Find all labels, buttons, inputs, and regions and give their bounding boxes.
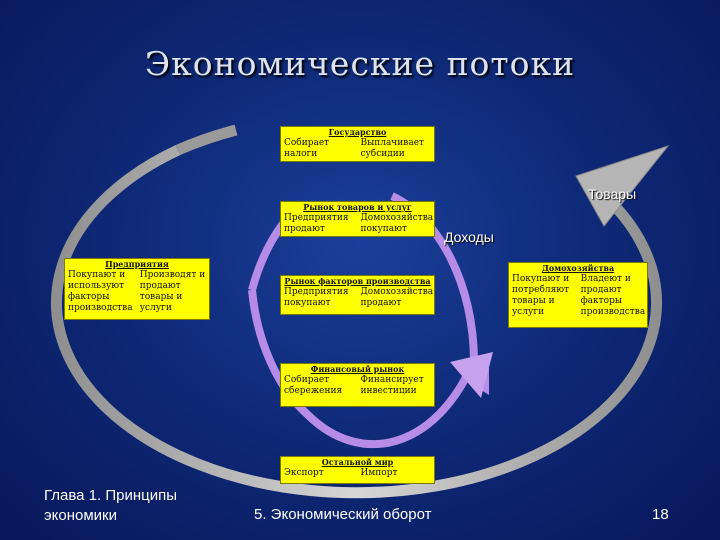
rest-of-world-box: Остальной мир Экспорт Импорт bbox=[280, 456, 435, 484]
goods-market-left: Предприятия продают bbox=[284, 213, 349, 234]
rest-of-world-right: Импорт bbox=[360, 468, 398, 478]
enterprises-box: Предприятия Покупают и используют фактор… bbox=[64, 258, 210, 320]
enterprises-right: Производят и продают товары и услуги bbox=[139, 270, 206, 313]
factor-market-title: Рынок факторов производства bbox=[284, 276, 431, 286]
page-number: 18 bbox=[652, 506, 669, 523]
government-title: Государство bbox=[328, 127, 387, 137]
financial-market-left: Собирает сбережения bbox=[284, 375, 343, 396]
goods-flow-ring bbox=[51, 145, 662, 499]
goods-flow-tail bbox=[175, 124, 238, 156]
households-title: Домохозяйства bbox=[541, 263, 615, 273]
factor-market-right: Домохозяйства продают bbox=[360, 287, 434, 308]
government-left: Собирает налоги bbox=[284, 138, 330, 159]
income-flow-arrowhead-lower bbox=[450, 352, 493, 398]
factor-market-box: Рынок факторов производства Предприятия … bbox=[280, 275, 435, 315]
footer-chapter: Глава 1. Принципы экономики bbox=[44, 487, 178, 524]
households-left: Покупают и потребляют товары и услуги bbox=[512, 274, 570, 317]
financial-market-title: Финансовый рынок bbox=[310, 364, 405, 374]
enterprises-title: Предприятия bbox=[105, 259, 169, 269]
enterprises-left: Покупают и используют факторы производст… bbox=[68, 270, 133, 313]
households-box: Домохозяйства Покупают и потребляют това… bbox=[508, 262, 648, 328]
goods-market-right: Домохозяйства покупают bbox=[360, 213, 434, 234]
government-right: Выплачивает субсидии bbox=[360, 138, 424, 159]
rest-of-world-title: Остальной мир bbox=[321, 457, 394, 467]
goods-flow-arrowhead bbox=[575, 145, 670, 227]
factor-market-left: Предприятия покупают bbox=[284, 287, 349, 308]
goods-market-title: Рынок товаров и услуг bbox=[303, 202, 412, 212]
income-flow-label: Доходы bbox=[444, 229, 494, 245]
households-right: Владеют и продают факторы производства bbox=[580, 274, 646, 317]
financial-market-box: Финансовый рынок Собирает сбережения Фин… bbox=[280, 363, 435, 407]
footer-section: 5. Экономический оборот bbox=[254, 506, 432, 523]
slide-title: Экономические потоки bbox=[144, 44, 576, 83]
financial-market-right: Финансирует инвестиции bbox=[360, 375, 424, 396]
goods-market-box: Рынок товаров и услуг Предприятия продаю… bbox=[280, 201, 435, 237]
goods-flow-label: Товары bbox=[588, 186, 637, 202]
rest-of-world-left: Экспорт bbox=[284, 468, 324, 478]
government-box: Государство Собирает налоги Выплачивает … bbox=[280, 126, 435, 162]
